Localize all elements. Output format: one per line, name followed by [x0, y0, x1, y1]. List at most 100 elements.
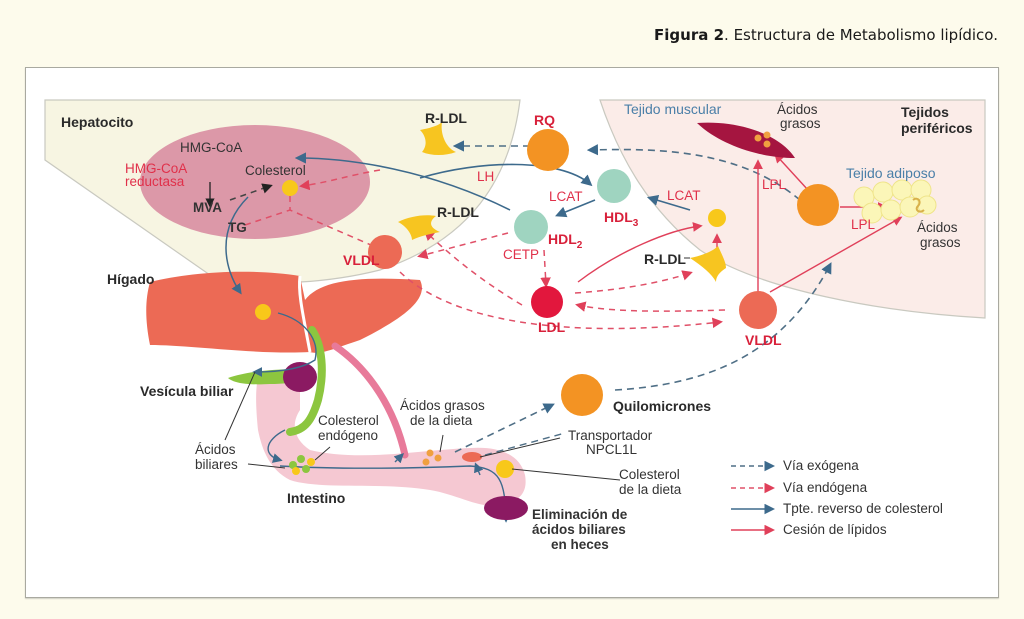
- tg-label: TG: [228, 220, 247, 235]
- arrow-chylo-to-muscle: [774, 152, 809, 191]
- legend: Vía exógena Vía endógena Tpte. reverso d…: [731, 458, 943, 537]
- intestine-label: Intestino: [287, 490, 345, 506]
- adipose-fa-glyph: [912, 197, 925, 213]
- adipose-cells: [853, 179, 937, 224]
- colesterol-label: Colesterol: [245, 163, 306, 178]
- rq-label: RQ: [534, 112, 555, 128]
- liver-gap: [298, 275, 312, 353]
- ldl-particle: [531, 286, 563, 318]
- leader-dietary-fa: [439, 434, 444, 453]
- leader-transporter: [479, 437, 561, 458]
- liver-label: Hígado: [107, 271, 154, 287]
- bile-acids-label-2: biliares: [195, 457, 238, 472]
- bile-duct: [286, 326, 326, 436]
- figure-title: . Estructura de Metabolismo lipídico.: [724, 26, 998, 44]
- hdl3-particle: [597, 169, 631, 203]
- elimination-label-2: ácidos biliares: [532, 522, 626, 537]
- arrow-npc-uptake: [474, 462, 484, 476]
- colesterol-particle: [282, 180, 298, 196]
- arrow-vldl-to-adipose: [769, 216, 903, 293]
- vldl-periph-label: VLDL: [745, 332, 782, 348]
- figure-number: Figura 2: [654, 26, 725, 44]
- dietary-chol-label-2: de la dieta: [619, 482, 682, 497]
- peripheral-label-1: Tejidos: [901, 104, 949, 120]
- muscle-tissue: [697, 122, 795, 158]
- dietary-colesterol-particle: [496, 460, 514, 478]
- chylomicron-particle: [561, 374, 603, 416]
- hdl2-label: HDL2: [548, 231, 583, 251]
- dietary-fa-dots: [422, 449, 442, 466]
- arrow-hdl3-to-hdl2: [555, 199, 596, 218]
- rldl-mid-label: R-LDL: [437, 204, 479, 220]
- rldl-right-label: R-LDL: [644, 251, 686, 267]
- hepatocyte-label: Hepatocito: [61, 114, 133, 130]
- dietary-fa-label-2: de la dieta: [410, 413, 473, 428]
- arrow-ldl-to-rldl: [423, 229, 523, 306]
- fa-muscle-label-2: grasos: [780, 116, 821, 131]
- hdl2-particle: [514, 210, 548, 244]
- legend-label-lipid-transfer: Cesión de lípidos: [783, 522, 887, 537]
- arrow-portal-return: [393, 453, 404, 464]
- ldl-label: LDL: [538, 319, 566, 335]
- rq-particle: [527, 129, 569, 171]
- hmg-reductase-label-2: reductasa: [125, 174, 185, 189]
- small-particle-periph: [708, 209, 726, 227]
- fa-adipose-label-1: Ácidos: [917, 220, 958, 235]
- vldl-liver-particle: [368, 235, 402, 269]
- transporter-label-2: NPCL1L: [586, 442, 638, 457]
- arrow-hdl2-to-vldl: [417, 232, 509, 260]
- muscle-fa-3: [763, 140, 771, 148]
- peripheral-label-2: periféricos: [901, 120, 973, 136]
- arrow-intestine-flow: [279, 465, 511, 523]
- legend-label-endogenous: Vía endógena: [783, 480, 868, 495]
- fecal-elimination: [484, 496, 528, 520]
- chylomicron-remnant-particle: [797, 184, 839, 226]
- arrow-vldl-to-ldl: [575, 301, 726, 312]
- arrow-cetp-to-ldl: [540, 249, 551, 288]
- arrow-liver-chol-to-liver: [225, 196, 249, 295]
- legend-label-exogenous: Vía exógena: [783, 458, 859, 473]
- rldl-top-label: R-LDL: [425, 110, 467, 126]
- legend-label-reverse-transport: Tpte. reverso de colesterol: [783, 501, 943, 516]
- mva-label: MVA: [193, 200, 222, 215]
- hmg-reductase-label-1: HMG-CoA: [125, 161, 187, 176]
- hmg-coa-label: HMG-CoA: [180, 140, 242, 155]
- liver-colesterol-particle: [255, 304, 271, 320]
- bile-acids-label-1: Ácidos: [195, 442, 236, 457]
- arrow-ldl-to-rldl-right: [574, 270, 693, 294]
- vldl-periph-particle: [739, 291, 777, 329]
- leader-bile-acids: [247, 463, 286, 469]
- arrow-mva-to-colesterol: [229, 183, 273, 201]
- elimination-label-3: en heces: [551, 537, 609, 552]
- portal-vein: [331, 342, 409, 459]
- arrow-intestine-to-chylo: [454, 403, 555, 453]
- leader-bile-to-gallbladder: [224, 371, 256, 441]
- fa-muscle-label-1: Ácidos: [777, 102, 818, 117]
- muscle-fa-1: [754, 134, 762, 142]
- elimination-label-1: Eliminación de: [532, 507, 628, 522]
- hdl3-label: HDL3: [604, 209, 639, 229]
- lcat-label-2: LCAT: [667, 188, 701, 203]
- arrow-ldl-to-periph: [577, 222, 703, 283]
- lcat-label-1: LCAT: [549, 189, 583, 204]
- intestine-shape: [256, 372, 526, 507]
- adipose-label: Tejido adiposo: [846, 165, 936, 181]
- leader-dietary-chol: [511, 468, 621, 481]
- chylomicrons-label: Quilomicrones: [613, 398, 711, 414]
- fa-adipose-label-2: grasos: [920, 235, 961, 250]
- legend-item-lipid-transfer: Cesión de lípidos: [731, 522, 887, 537]
- cetp-label: CETP: [503, 247, 539, 262]
- legend-item-exogenous: Vía exógena: [731, 458, 859, 473]
- arrow-npc-dashed: [484, 432, 566, 456]
- arrow-bile-to-intestine: [267, 429, 286, 463]
- arrow-liver-to-bile: [252, 312, 317, 377]
- dietary-chol-label-1: Colesterol: [619, 467, 680, 482]
- muscle-fa-2: [763, 131, 771, 139]
- arrow-chylo-to-vldl: [614, 262, 832, 391]
- lh-label: LH: [477, 169, 494, 184]
- arrow-muscle-to-rq: [586, 144, 801, 201]
- lpl-label-2: LPL: [851, 217, 876, 232]
- lpl-label-1: LPL: [762, 177, 787, 192]
- leader-endogenous-chol: [314, 446, 331, 461]
